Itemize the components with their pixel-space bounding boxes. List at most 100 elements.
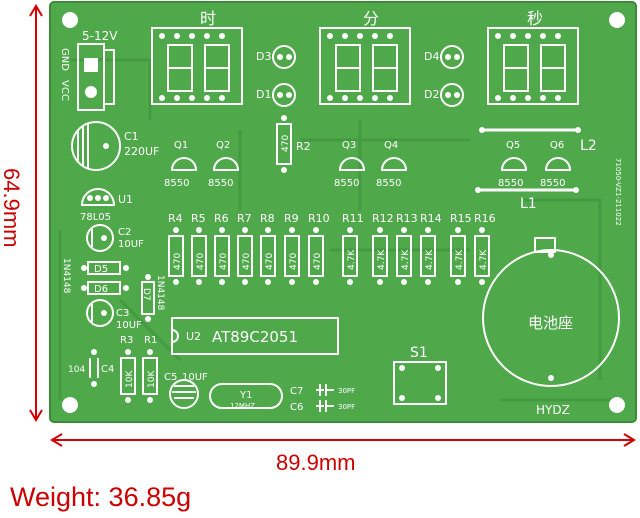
d5-label: D5 bbox=[94, 264, 108, 275]
q5-value: 8550 bbox=[498, 178, 523, 189]
y1-value: 12MHZ bbox=[230, 402, 255, 410]
resistor-value-label: 4.7K bbox=[425, 249, 435, 270]
resistor-r16: R16 4.7K bbox=[474, 212, 496, 285]
crystal-y1: Y1 12MHZ bbox=[209, 383, 283, 410]
capacitor-c6: C6 30PF bbox=[290, 400, 355, 413]
power-connector: 5-12V GND VCC bbox=[59, 29, 118, 111]
resistor-value-label: 470 bbox=[265, 253, 275, 270]
battery-label: 电池座 bbox=[528, 314, 573, 332]
resistor-r2: 470 R2 bbox=[276, 115, 311, 173]
diode-d5: D5 bbox=[81, 261, 129, 275]
transistor-q1: Q1 8550 bbox=[164, 140, 198, 189]
resistor-ref-label: R13 bbox=[396, 212, 418, 225]
capacitor-c2: C2 10UF bbox=[86, 224, 144, 252]
height-label: 64.9mm bbox=[0, 168, 24, 247]
c1-value: 220UF bbox=[124, 145, 159, 158]
weight-label: Weight: 36.85g bbox=[10, 482, 191, 512]
d1-label: D1 bbox=[256, 88, 271, 101]
r2-value: 470 bbox=[281, 135, 291, 152]
in4148-label-a: 1N4148 bbox=[61, 258, 71, 294]
q3-label: Q3 bbox=[342, 140, 356, 151]
led-d1: D1 bbox=[256, 83, 296, 107]
resistor-value-label: 470 bbox=[196, 253, 206, 270]
d6-label: D6 bbox=[94, 284, 108, 295]
height-dimension: 64.9mm bbox=[0, 4, 43, 422]
u2-label: U2 bbox=[186, 330, 201, 343]
s1-label: S1 bbox=[410, 345, 428, 361]
q4-value: 8550 bbox=[376, 178, 401, 189]
resistor-value-label: 4.7K bbox=[377, 249, 387, 270]
resistor-array: R4470R5470R6470R7470R8470R9470R10470R114… bbox=[168, 212, 496, 285]
in4148-label-b: 1N4148 bbox=[155, 275, 165, 311]
brand-label: HYDZ bbox=[536, 403, 570, 417]
q6-value: 8550 bbox=[540, 178, 565, 189]
resistor-ref-label: R6 bbox=[214, 212, 229, 225]
diode-d6: D6 bbox=[81, 281, 129, 295]
width-dimension: 89.9mm bbox=[50, 433, 636, 475]
q2-value: 8550 bbox=[208, 178, 233, 189]
c4-value: 104 bbox=[68, 365, 85, 375]
resistor-r12: R12 4.7K bbox=[372, 212, 394, 285]
mcu-u2: U2 AT89C2051 bbox=[171, 317, 339, 355]
r3-label: R3 bbox=[120, 335, 133, 346]
display-hour bbox=[151, 27, 243, 105]
q1-value: 8550 bbox=[164, 178, 189, 189]
regulator-u1: U1 78L05 bbox=[80, 188, 133, 223]
c2-value: 10UF bbox=[118, 239, 144, 250]
jumper-l1: L1 bbox=[475, 187, 579, 212]
r1-label: R1 bbox=[144, 335, 157, 346]
capacitor-c5: C5 10UF bbox=[164, 372, 208, 409]
width-label: 89.9mm bbox=[276, 450, 355, 475]
u1-label: U1 bbox=[118, 193, 133, 206]
r1-value: 10K bbox=[147, 370, 157, 388]
resistor-value-label: 4.7K bbox=[401, 249, 411, 270]
y1-label: Y1 bbox=[239, 390, 252, 401]
c2-label: C2 bbox=[118, 227, 131, 238]
c6-label: C6 bbox=[290, 402, 303, 413]
resistor-r1: R1 10K bbox=[142, 335, 158, 403]
jumper-l2: L2 bbox=[479, 127, 597, 154]
diode-d7: D7 1N4148 bbox=[141, 274, 165, 322]
power-voltage-label: 5-12V bbox=[82, 29, 118, 43]
led-d3: D3 bbox=[256, 45, 296, 69]
led-d2: D2 bbox=[424, 83, 464, 107]
led-d4: D4 bbox=[424, 45, 464, 69]
transistor-q3: Q3 8550 bbox=[334, 140, 366, 189]
c7-value: 30PF bbox=[338, 387, 355, 395]
d7-label: D7 bbox=[141, 288, 151, 301]
transistor-q6: Q6 8550 bbox=[540, 140, 572, 189]
q6-label: Q6 bbox=[550, 140, 564, 151]
capacitor-c7: C7 30PF bbox=[290, 384, 355, 397]
label-hour: 时 bbox=[200, 9, 216, 28]
display-second bbox=[487, 27, 579, 105]
display-minute bbox=[319, 27, 411, 105]
resistor-ref-label: R9 bbox=[284, 212, 299, 225]
transistor-q4: Q4 8550 bbox=[376, 140, 408, 189]
resistor-ref-label: R12 bbox=[372, 212, 394, 225]
resistor-ref-label: R11 bbox=[342, 212, 364, 225]
r2-label: R2 bbox=[296, 140, 311, 153]
resistor-value-label: 4.7K bbox=[347, 249, 357, 270]
transistor-q2: Q2 8550 bbox=[208, 140, 240, 189]
q2-label: Q2 bbox=[216, 140, 230, 151]
d3-label: D3 bbox=[256, 50, 271, 63]
q5-label: Q5 bbox=[506, 140, 520, 151]
r3-value: 10K bbox=[125, 370, 135, 388]
c3-value: 10UF bbox=[116, 320, 142, 331]
c3-label: C3 bbox=[116, 308, 129, 319]
resistor-ref-label: R16 bbox=[474, 212, 496, 225]
resistor-value-label: 470 bbox=[173, 253, 183, 270]
resistor-value-label: 470 bbox=[242, 253, 252, 270]
c5-value: 10UF bbox=[182, 372, 208, 383]
c7-label: C7 bbox=[290, 386, 303, 397]
label-second: 秒 bbox=[527, 9, 543, 28]
resistor-ref-label: R10 bbox=[308, 212, 330, 225]
resistor-value-label: 4.7K bbox=[479, 249, 489, 270]
